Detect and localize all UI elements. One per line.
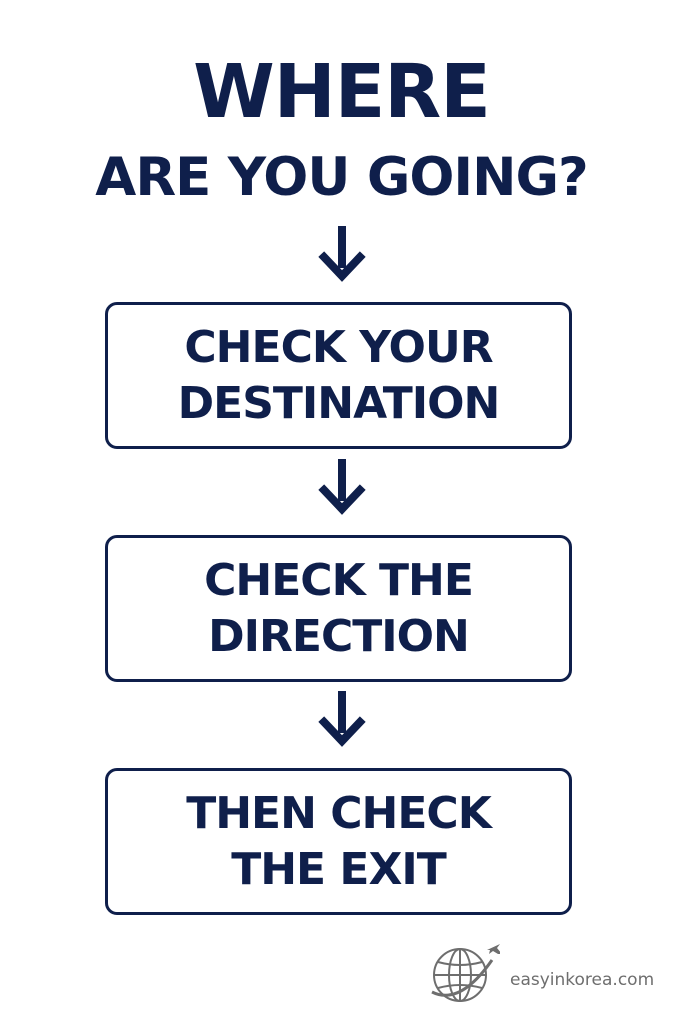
step-line: CHECK YOUR [184,321,493,373]
step-text-destination: CHECK YOUR DESTINATION [177,320,501,432]
step-box-exit: THEN CHECK THE EXIT [105,768,572,915]
title-line-1: WHERE [193,49,491,135]
step-text-exit: THEN CHECK THE EXIT [186,786,492,898]
step-line: THEN CHECK [186,787,492,839]
step-line: THE EXIT [231,843,447,895]
step-line: CHECK THE [204,554,474,606]
arrow-down-icon-1 [318,226,366,282]
globe-airplane-icon [431,944,500,1002]
step-box-direction: CHECK THE DIRECTION [105,535,572,682]
title-line-2: ARE YOU GOING? [95,147,588,208]
step-line: DIRECTION [208,610,470,662]
step-text-direction: CHECK THE DIRECTION [204,553,474,665]
step-line: DESTINATION [177,377,501,429]
step-box-destination: CHECK YOUR DESTINATION [105,302,572,449]
brand-logo-text: easyinkorea.com [510,970,655,990]
arrow-down-icon-3 [318,691,366,747]
arrow-down-icon-2 [318,459,366,515]
brand-logo: easyinkorea.com [430,940,660,1006]
